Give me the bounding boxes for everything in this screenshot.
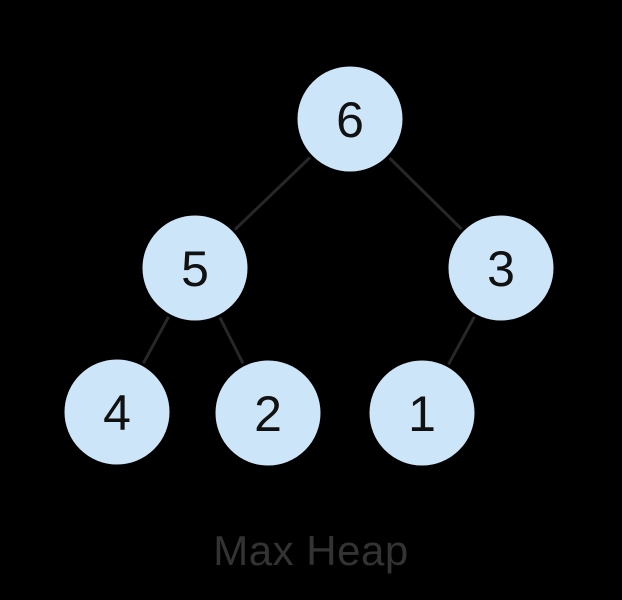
tree-node-circle-4 bbox=[61, 356, 173, 468]
diagram-caption: Max Heap bbox=[213, 527, 409, 574]
tree-node-value-4: 4 bbox=[103, 385, 131, 441]
tree-node-3: 3 bbox=[445, 212, 557, 324]
tree-node-value-2: 2 bbox=[254, 386, 282, 442]
tree-node-4: 4 bbox=[61, 356, 173, 468]
tree-node-circle-6 bbox=[294, 63, 406, 175]
tree-node-value-1: 1 bbox=[408, 386, 436, 442]
tree-node-circle-5 bbox=[139, 212, 251, 324]
tree-node-circle-2 bbox=[212, 357, 324, 469]
tree-node-5: 5 bbox=[139, 212, 251, 324]
tree-node-circle-3 bbox=[445, 212, 557, 324]
tree-node-value-6: 6 bbox=[336, 92, 364, 148]
tree-node-2: 2 bbox=[212, 357, 324, 469]
tree-node-value-5: 5 bbox=[181, 241, 209, 297]
tree-node-circle-1 bbox=[366, 357, 478, 469]
tree-node-1: 1 bbox=[366, 357, 478, 469]
tree-node-6: 6 bbox=[294, 63, 406, 175]
tree-node-value-3: 3 bbox=[487, 241, 515, 297]
